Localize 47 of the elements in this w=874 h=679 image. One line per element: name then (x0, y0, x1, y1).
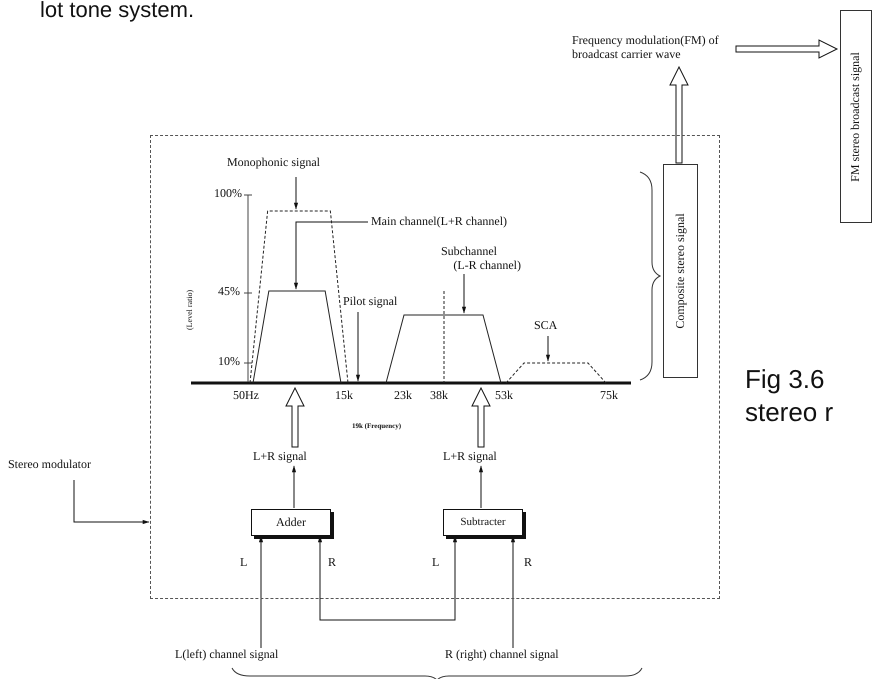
caption-text: L+R signal (443, 450, 498, 464)
arrow (292, 465, 296, 508)
input-label: L (240, 556, 248, 570)
input-label: R (524, 556, 532, 570)
axis-tick-label: 100% (214, 187, 242, 200)
caption-text: Frequency modulation(FM) of broadcast carrier wave (572, 34, 720, 62)
hollow-arrow (471, 386, 491, 448)
figure-caption: stereo r (745, 398, 834, 427)
axis-tick-label: 50Hz (233, 389, 259, 402)
caption-text: R (right) channel signal (445, 648, 560, 662)
arrow (294, 222, 368, 290)
arrow (546, 336, 550, 362)
caption-text: Stereo modulator (8, 458, 92, 472)
signal-label: Composite stereo signal (674, 213, 688, 329)
hollow-arrow (285, 386, 305, 448)
axis-tick-label: 15k (335, 389, 353, 402)
input-label: R (328, 556, 336, 570)
caption-text: L(left) channel signal (175, 648, 280, 662)
arrow (462, 274, 466, 314)
caption-text: Pilot signal (343, 295, 398, 309)
arrow (478, 465, 484, 508)
axis-tick-label: 10% (218, 355, 240, 368)
input-label: L (432, 556, 440, 570)
signal-box (663, 164, 698, 378)
process-box: Adder (251, 509, 331, 536)
heading-text: lot tone system. (40, 0, 194, 22)
arrow (356, 312, 360, 382)
axis-tick-label: 75k (600, 389, 618, 402)
caption-text: Monophonic signal (227, 156, 321, 170)
process-box: Subtracter (443, 509, 523, 536)
axis-title: (Level ratio) (186, 290, 195, 330)
hollow-arrow (669, 66, 689, 164)
arrow (74, 480, 150, 524)
signal-box (840, 10, 872, 223)
arrow (294, 176, 298, 210)
caption-text: Main channel(L+R channel) (371, 215, 508, 229)
hollow-arrow (736, 39, 838, 59)
caption-text: SCA (534, 319, 558, 333)
axis-tick-label: 53k (495, 389, 513, 402)
caption-text: L+R signal (253, 450, 308, 464)
modulator-frame (150, 135, 720, 599)
axis-tick-label: 45% (218, 285, 240, 298)
axis-tick-label: 23k (394, 389, 412, 402)
figure-caption: Fig 3.6 (745, 365, 824, 394)
signal-label: FM stereo broadcast signal (849, 52, 863, 182)
axis-tick-label: 38k (430, 389, 448, 402)
caption-text: Subchannel (L-R channel) (441, 245, 521, 273)
